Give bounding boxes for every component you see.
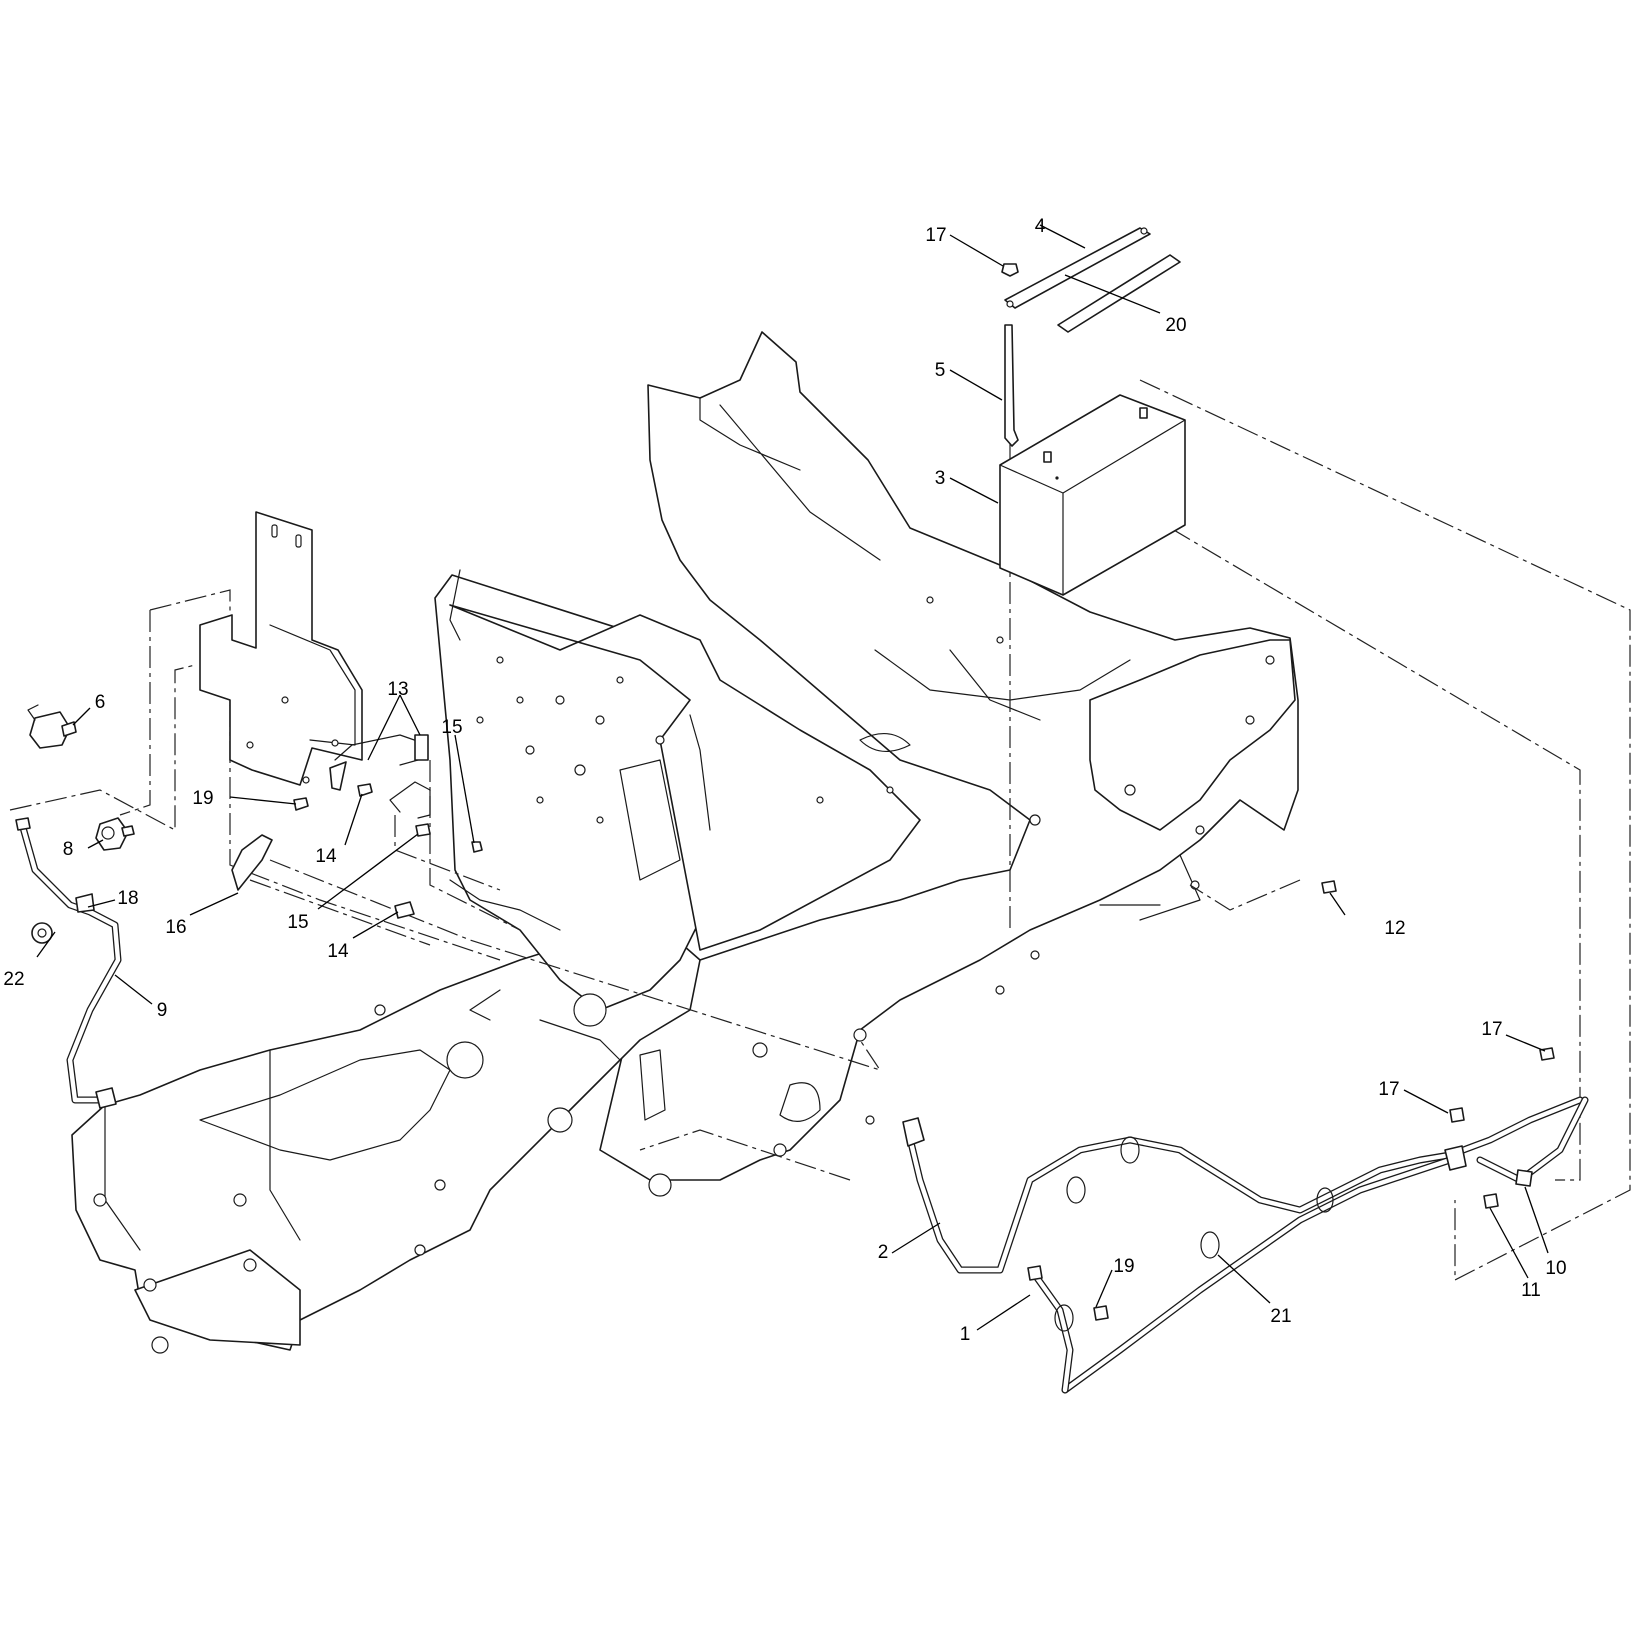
callout-19-left: 19 xyxy=(192,788,213,809)
callout-8: 8 xyxy=(63,839,74,860)
callout-labels: 1 2 3 4 5 6 8 9 10 11 12 13 14 14 15 15 … xyxy=(3,216,1566,1345)
callout-9: 9 xyxy=(157,1000,168,1021)
callout-14-lower: 14 xyxy=(327,941,349,962)
callout-13: 13 xyxy=(387,679,408,700)
callout-17-middle: 17 xyxy=(1378,1079,1399,1100)
pad-strip xyxy=(1057,254,1181,333)
chassis-frame xyxy=(71,331,1299,1354)
callout-3: 3 xyxy=(935,468,946,489)
callout-20: 20 xyxy=(1165,315,1186,336)
callout-10: 10 xyxy=(1545,1258,1566,1279)
battery xyxy=(999,394,1186,596)
callout-5: 5 xyxy=(935,360,946,381)
left-components xyxy=(27,704,1337,944)
callout-15-lower: 15 xyxy=(287,912,308,933)
callout-22: 22 xyxy=(3,969,24,990)
callout-16: 16 xyxy=(165,917,186,938)
callout-19-lower: 19 xyxy=(1113,1256,1134,1277)
hold-down-parts xyxy=(1001,227,1181,447)
callout-2: 2 xyxy=(878,1242,889,1263)
callout-14-upper: 14 xyxy=(315,846,337,867)
callout-17-right: 17 xyxy=(1481,1019,1502,1040)
hold-down-bar xyxy=(1004,227,1151,309)
callout-21: 21 xyxy=(1270,1306,1291,1327)
j-bolt-rod xyxy=(1004,324,1019,447)
cable-harness xyxy=(902,1047,1589,1394)
callout-1: 1 xyxy=(960,1324,971,1345)
callout-17-top: 17 xyxy=(925,225,946,246)
cable-9 xyxy=(15,817,122,1109)
hex-nut-top xyxy=(1001,263,1019,277)
callout-11: 11 xyxy=(1521,1280,1541,1301)
callout-6: 6 xyxy=(95,692,106,713)
callout-15-upper: 15 xyxy=(441,717,462,738)
callout-4: 4 xyxy=(1035,216,1046,237)
callout-12: 12 xyxy=(1384,918,1405,939)
bracket-plate xyxy=(199,511,363,786)
callout-18: 18 xyxy=(117,888,138,909)
leader-lines xyxy=(36,224,1549,1331)
